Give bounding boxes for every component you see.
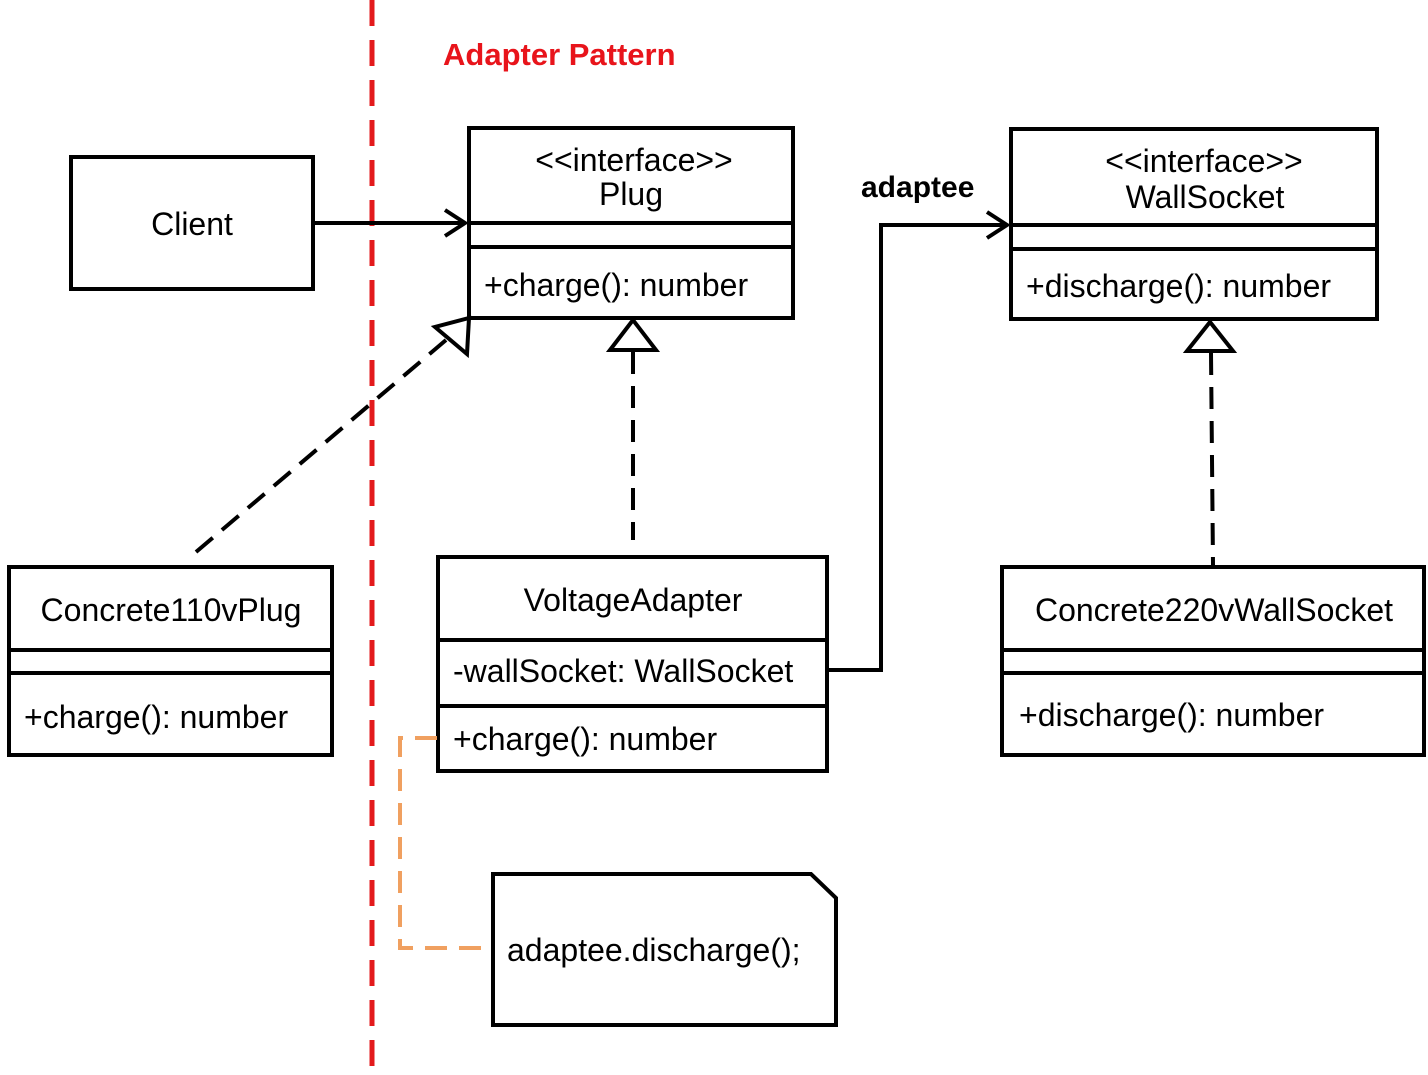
client-class-name: Client (151, 206, 233, 242)
note-link-dashed-line (398, 736, 491, 950)
concrete110vplug-class-name: Concrete110vPlug (41, 592, 302, 628)
adapter-to-plug-realization (605, 316, 661, 540)
diagram-title: Adapter Pattern (443, 37, 676, 72)
adapter-to-wallsocket-association (827, 210, 1011, 672)
wallsocket-stereotype: <<interface>> (1105, 143, 1302, 179)
plug-interface-class[interactable]: <<interface>> Plug +charge(): number (467, 126, 795, 320)
voltageadapter-class-name: VoltageAdapter (524, 582, 743, 618)
concrete220vwallsocket-method: +discharge(): number (1019, 697, 1324, 733)
client-to-plug-association (313, 208, 469, 238)
wallsocket-method: +discharge(): number (1026, 268, 1331, 304)
concrete220vwallsocket-class[interactable]: Concrete220vWallSocket +discharge(): num… (1000, 565, 1426, 757)
concrete110-to-plug-realization (194, 315, 472, 554)
wallsocket-interface-class[interactable]: <<interface>> WallSocket +discharge(): n… (1009, 127, 1379, 321)
client-class[interactable]: Client (69, 155, 315, 291)
voltageadapter-method: +charge(): number (453, 721, 717, 757)
concrete110vplug-class[interactable]: Concrete110vPlug +charge(): number (7, 565, 334, 757)
concrete220vwallsocket-class-name: Concrete220vWallSocket (1035, 592, 1393, 628)
plug-class-name: Plug (599, 176, 663, 212)
note-box[interactable]: adaptee.discharge(); (491, 872, 838, 1027)
adaptee-label: adaptee (861, 171, 974, 204)
concrete110vplug-method: +charge(): number (24, 699, 288, 735)
note-text: adaptee.discharge(); (507, 932, 801, 968)
voltageadapter-class[interactable]: VoltageAdapter -wallSocket: WallSocket +… (436, 555, 829, 773)
plug-method: +charge(): number (484, 267, 748, 303)
wallsocket-class-name: WallSocket (1126, 179, 1285, 215)
voltageadapter-attribute: -wallSocket: WallSocket (453, 653, 793, 689)
plug-stereotype: <<interface>> (535, 142, 732, 178)
concrete220-to-wallsocket-realization (1182, 318, 1238, 566)
